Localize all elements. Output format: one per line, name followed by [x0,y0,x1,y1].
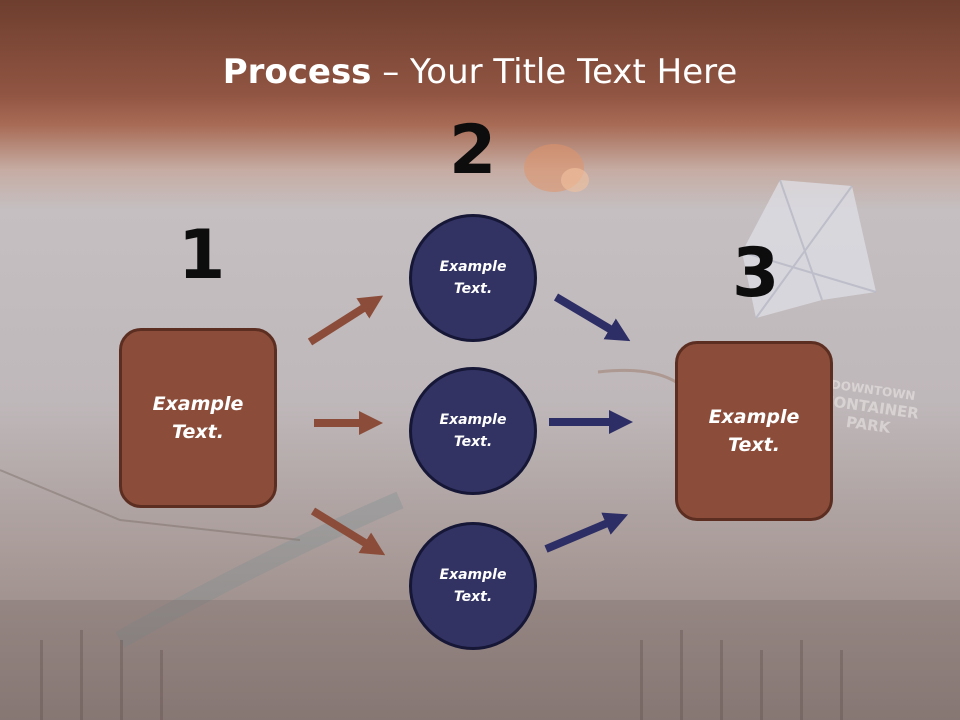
circle-middle[interactable]: Example Text. [409,367,537,495]
step-1-box[interactable]: Example Text. [119,328,277,508]
step-3-text: Example Text. [708,405,800,457]
arrow-bottom-to-3 [544,512,629,553]
circle-top[interactable]: Example Text. [409,214,537,342]
title-bold: Process [222,52,372,92]
circle-top-text: Example Text. [439,258,507,297]
arrow-1-to-bottom [310,507,386,556]
step-number-1: 1 [178,216,226,295]
circle-bottom-text: Example Text. [439,566,507,605]
step-1-text: Example Text. [152,392,244,444]
circle-middle-text: Example Text. [439,411,507,450]
slide-title: Process – Your Title Text Here [0,52,960,93]
circle-bottom[interactable]: Example Text. [409,522,537,650]
step-number-3: 3 [732,234,780,313]
step-3-box[interactable]: Example Text. [675,341,833,521]
title-rest: – Your Title Text Here [371,52,738,92]
arrow-1-to-top [307,295,384,346]
step-number-2: 2 [449,111,497,190]
arrow-top-to-3 [553,293,631,342]
